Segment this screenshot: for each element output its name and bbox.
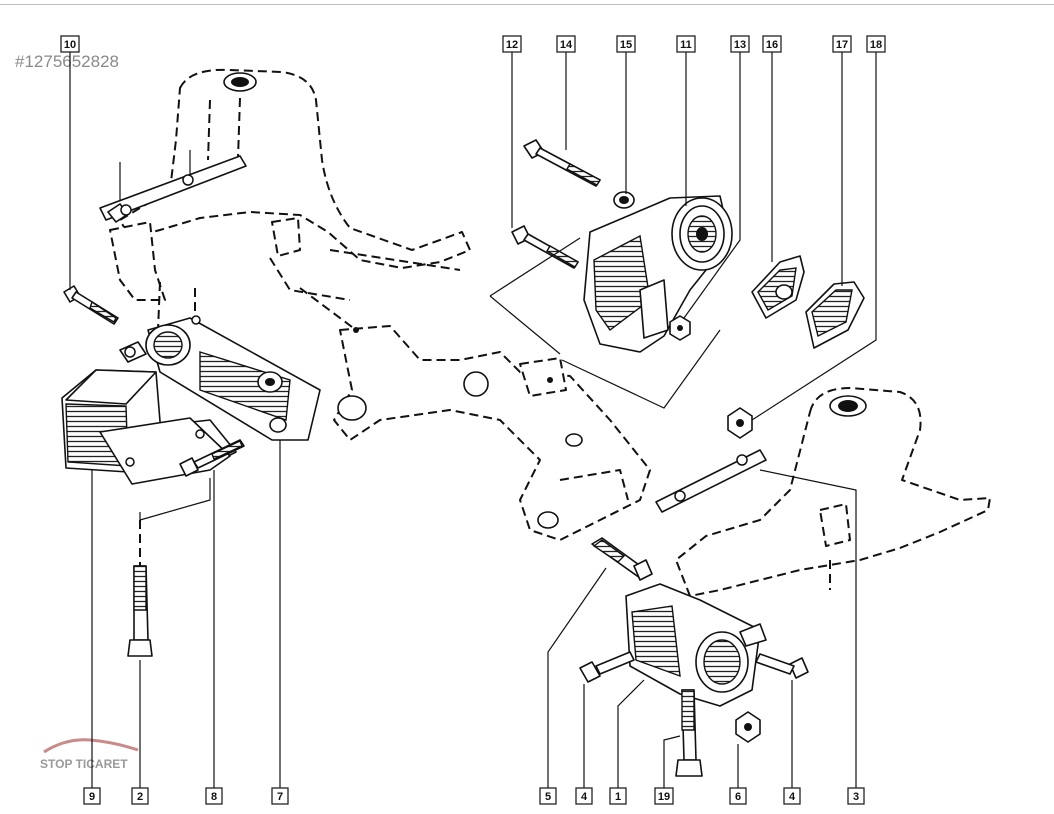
left-mount-bracket [119,315,321,441]
callout-4-right: 4 [783,787,801,805]
svg-text:4: 4 [581,791,588,803]
svg-text:8: 8 [211,791,217,803]
stud-5 [591,537,653,581]
svg-text:5: 5 [545,791,551,803]
svg-text:18: 18 [870,39,882,51]
callout-7: 7 [271,787,289,805]
washer-15 [613,191,635,209]
leader-lines [69,52,877,788]
nut-13 [669,315,691,341]
svg-text:17: 17 [836,39,848,51]
svg-text:4: 4 [789,791,796,803]
nut-6 [735,711,761,743]
bolt-14 [523,139,601,187]
svg-text:2: 2 [137,791,143,803]
svg-text:STOP TICARET: STOP TICARET [40,757,128,771]
callout-5: 5 [539,787,557,805]
svg-text:7: 7 [277,791,283,803]
callout-4-left: 4 [575,787,593,805]
nut-18 [727,407,753,439]
gearbox-mount-11 [583,195,733,353]
callout-17: 17 [832,35,852,53]
plate-16 [751,255,805,319]
svg-text:13: 13 [734,39,746,51]
svg-text:6: 6 [735,791,741,803]
callout-15: 15 [616,35,636,53]
svg-text:9: 9 [89,791,95,803]
callout-12: 12 [502,35,522,53]
svg-text:10: 10 [64,39,76,51]
bolt-4-left [579,651,635,683]
subframe [333,325,651,541]
watermark-id: #1275652828 [15,52,119,71]
callout-8: 8 [205,787,223,805]
bolt-2 [127,520,153,657]
callout-3: 3 [847,787,865,805]
callout-14: 14 [556,35,576,53]
callout-10: 10 [60,35,80,53]
svg-text:3: 3 [853,791,859,803]
svg-text:12: 12 [506,39,518,51]
callout-9: 9 [83,787,101,805]
right-body-structure [655,387,991,597]
svg-text:14: 14 [560,39,573,51]
callout-16: 16 [762,35,782,53]
callout-11: 11 [676,35,696,53]
bolt-19 [675,689,703,777]
callout-6: 6 [729,787,747,805]
svg-text:15: 15 [620,39,632,51]
callout-19: 19 [654,787,674,805]
left-body-structure [99,68,471,301]
bolt-12 [511,225,579,269]
watermark-logo: STOP TICARET [40,738,139,771]
bolt-10 [63,285,119,325]
svg-text:1: 1 [615,791,621,803]
callout-13: 13 [730,35,750,53]
top-divider [0,4,1054,5]
bolt-4-right [755,653,809,679]
bolt-8 [179,439,245,477]
svg-text:11: 11 [680,39,692,51]
callout-2: 2 [131,787,149,805]
callout-1: 1 [609,787,627,805]
callout-18: 18 [866,35,886,53]
plate-17 [805,281,865,349]
svg-text:19: 19 [658,791,670,803]
right-mount-1 [625,583,767,707]
svg-text:16: 16 [766,39,778,51]
